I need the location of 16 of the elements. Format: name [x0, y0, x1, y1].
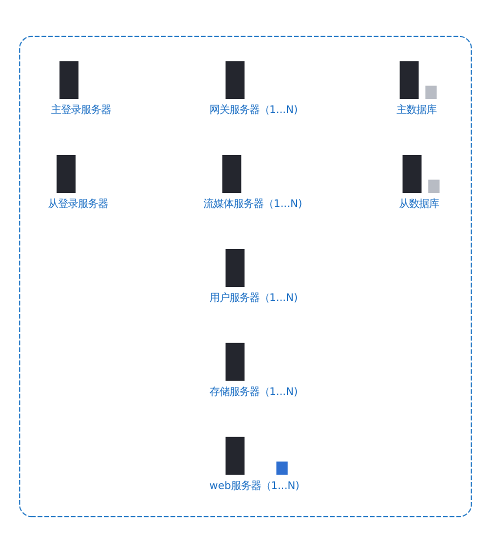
node-label: 从登录服务器 — [48, 198, 108, 210]
node-label: 主登录服务器 — [50, 104, 111, 116]
node-box — [56, 155, 76, 193]
node-box — [226, 342, 245, 381]
cluster — [19, 36, 472, 518]
node-label: 主数据库 — [396, 104, 436, 116]
node-label: 流媒体服务器（1...N) — [204, 198, 302, 210]
node-box — [226, 61, 245, 100]
node-label: 存储服务器（1...N) — [209, 386, 298, 398]
node-box — [222, 155, 242, 193]
node-box — [59, 61, 78, 100]
node-label: web服务器（1...N) — [209, 480, 300, 492]
node-box — [226, 248, 245, 287]
node-label: 用户服务器（1...N) — [209, 292, 298, 304]
node-label: 网关服务器（1...N) — [209, 104, 298, 116]
node-label: 从数据库 — [399, 198, 440, 210]
